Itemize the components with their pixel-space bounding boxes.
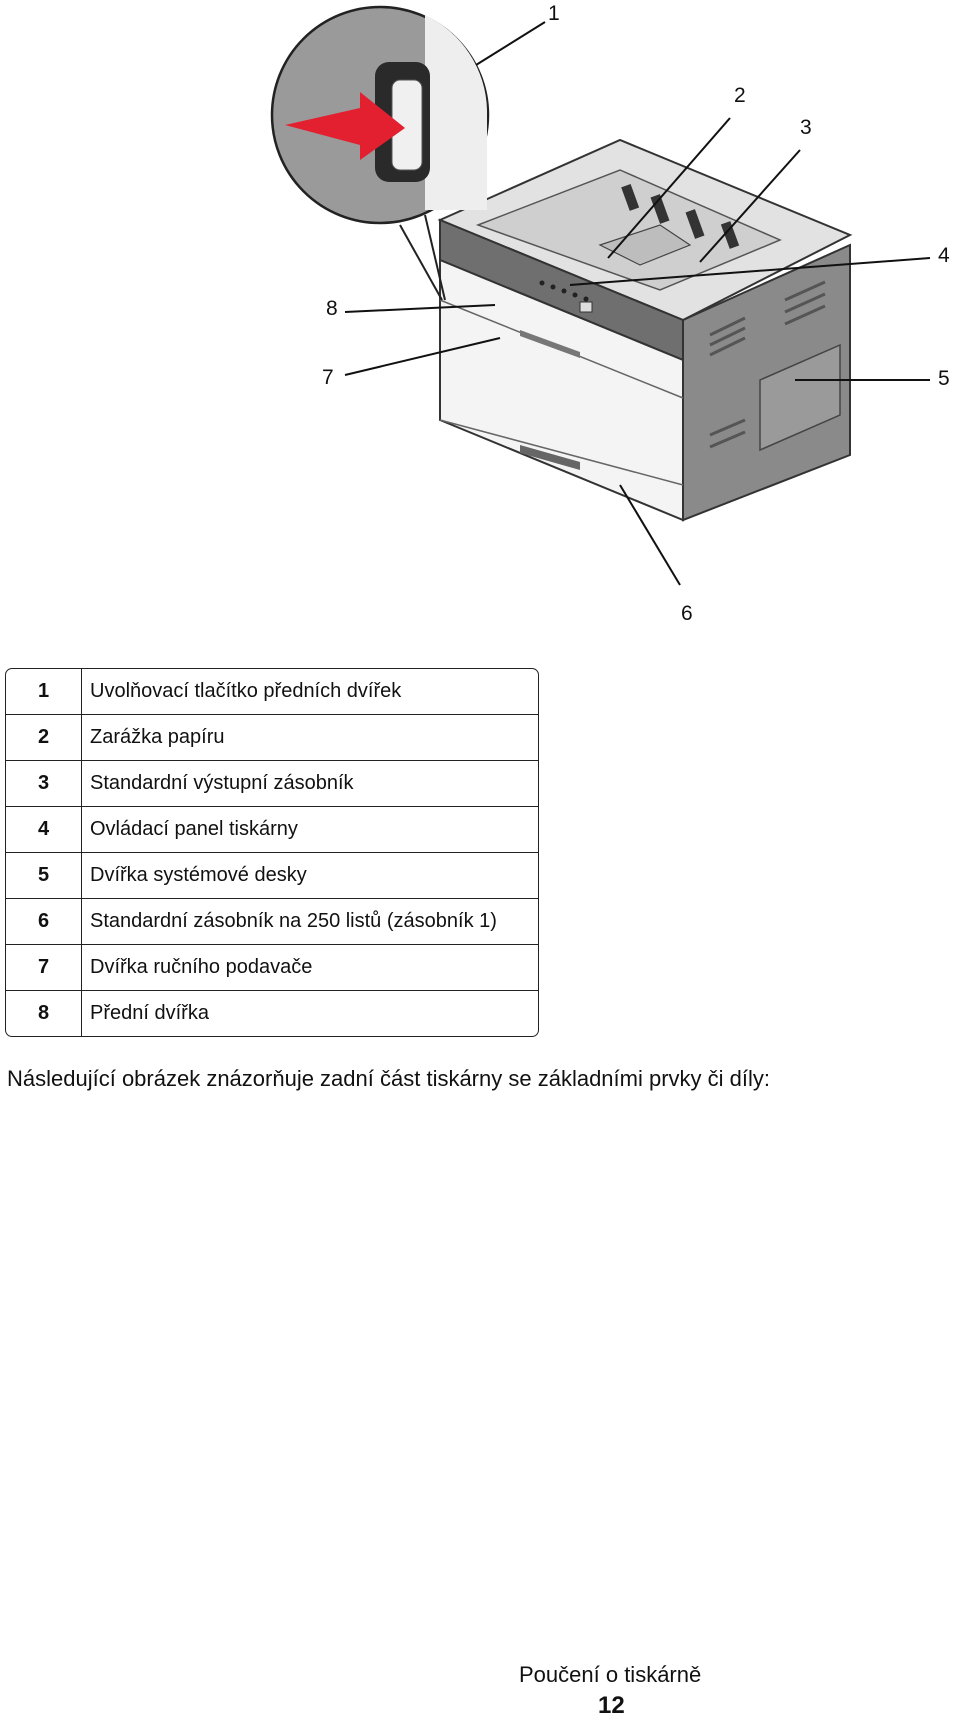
legend-description: Dvířka ručního podavače bbox=[90, 956, 313, 978]
side-vents bbox=[709, 280, 826, 449]
legend-number: 5 bbox=[6, 853, 82, 898]
printer-front-illustration: 1 2 3 4 5 6 7 8 bbox=[270, 2, 950, 625]
legend-row: 3 Standardní výstupní zásobník bbox=[6, 760, 538, 806]
manual-feeder-slot bbox=[520, 330, 580, 358]
legend-description: Zarážka papíru bbox=[90, 726, 225, 748]
legend-row: 2 Zarážka papíru bbox=[6, 714, 538, 760]
legend-description: Dvířka systémové desky bbox=[90, 864, 307, 886]
red-arrow bbox=[285, 92, 405, 160]
output-rollers bbox=[621, 184, 740, 249]
tray-handle bbox=[520, 445, 580, 470]
legend-description: Přední dvířka bbox=[90, 1002, 209, 1024]
callout-6: 6 bbox=[681, 602, 693, 625]
paper-stop bbox=[598, 224, 692, 266]
callout-2: 2 bbox=[734, 84, 746, 107]
footer-chapter-title: Poučení o tiskárně bbox=[519, 1662, 702, 1687]
legend-number: 7 bbox=[6, 945, 82, 990]
panel-lights bbox=[539, 280, 589, 302]
output-bin bbox=[475, 169, 782, 291]
legend-description: Standardní výstupní zásobník bbox=[90, 772, 354, 794]
legend-row: 1 Uvolňovací tlačítko předních dvířek bbox=[6, 669, 538, 714]
callout-1: 1 bbox=[548, 2, 560, 25]
legend-description: Standardní zásobník na 250 listů (zásobn… bbox=[90, 910, 497, 932]
body-paragraph: Následující obrázek znázorňuje zadní čás… bbox=[7, 1066, 770, 1091]
callout-5: 5 bbox=[938, 367, 950, 390]
callout-leaders bbox=[344, 21, 931, 586]
legend-number: 3 bbox=[6, 761, 82, 806]
callout-3: 3 bbox=[800, 116, 812, 139]
legend-number: 4 bbox=[6, 807, 82, 852]
system-board-door bbox=[759, 343, 841, 452]
legend-number: 1 bbox=[6, 669, 82, 714]
legend-row: 8 Přední dvířka bbox=[6, 990, 538, 1036]
legend-description: Uvolňovací tlačítko předních dvířek bbox=[90, 680, 402, 702]
callout-4: 4 bbox=[938, 244, 950, 267]
callout-7: 7 bbox=[322, 366, 334, 389]
legend-row: 5 Dvířka systémové desky bbox=[6, 852, 538, 898]
legend-row: 4 Ovládací panel tiskárny bbox=[6, 806, 538, 852]
legend-number: 2 bbox=[6, 715, 82, 760]
legend-table: 1 Uvolňovací tlačítko předních dvířek 2 Za… bbox=[5, 668, 539, 1037]
legend-description: Ovládací panel tiskárny bbox=[90, 818, 298, 840]
page-number: 12 bbox=[598, 1692, 625, 1719]
callout-8: 8 bbox=[326, 297, 338, 320]
legend-row: 7 Dvířka ručního podavače bbox=[6, 944, 538, 990]
legend-row: 6 Standardní zásobník na 250 listů (zásob… bbox=[6, 898, 538, 944]
legend-number: 6 bbox=[6, 899, 82, 944]
legend-number: 8 bbox=[6, 991, 82, 1036]
panel-button bbox=[579, 301, 593, 313]
